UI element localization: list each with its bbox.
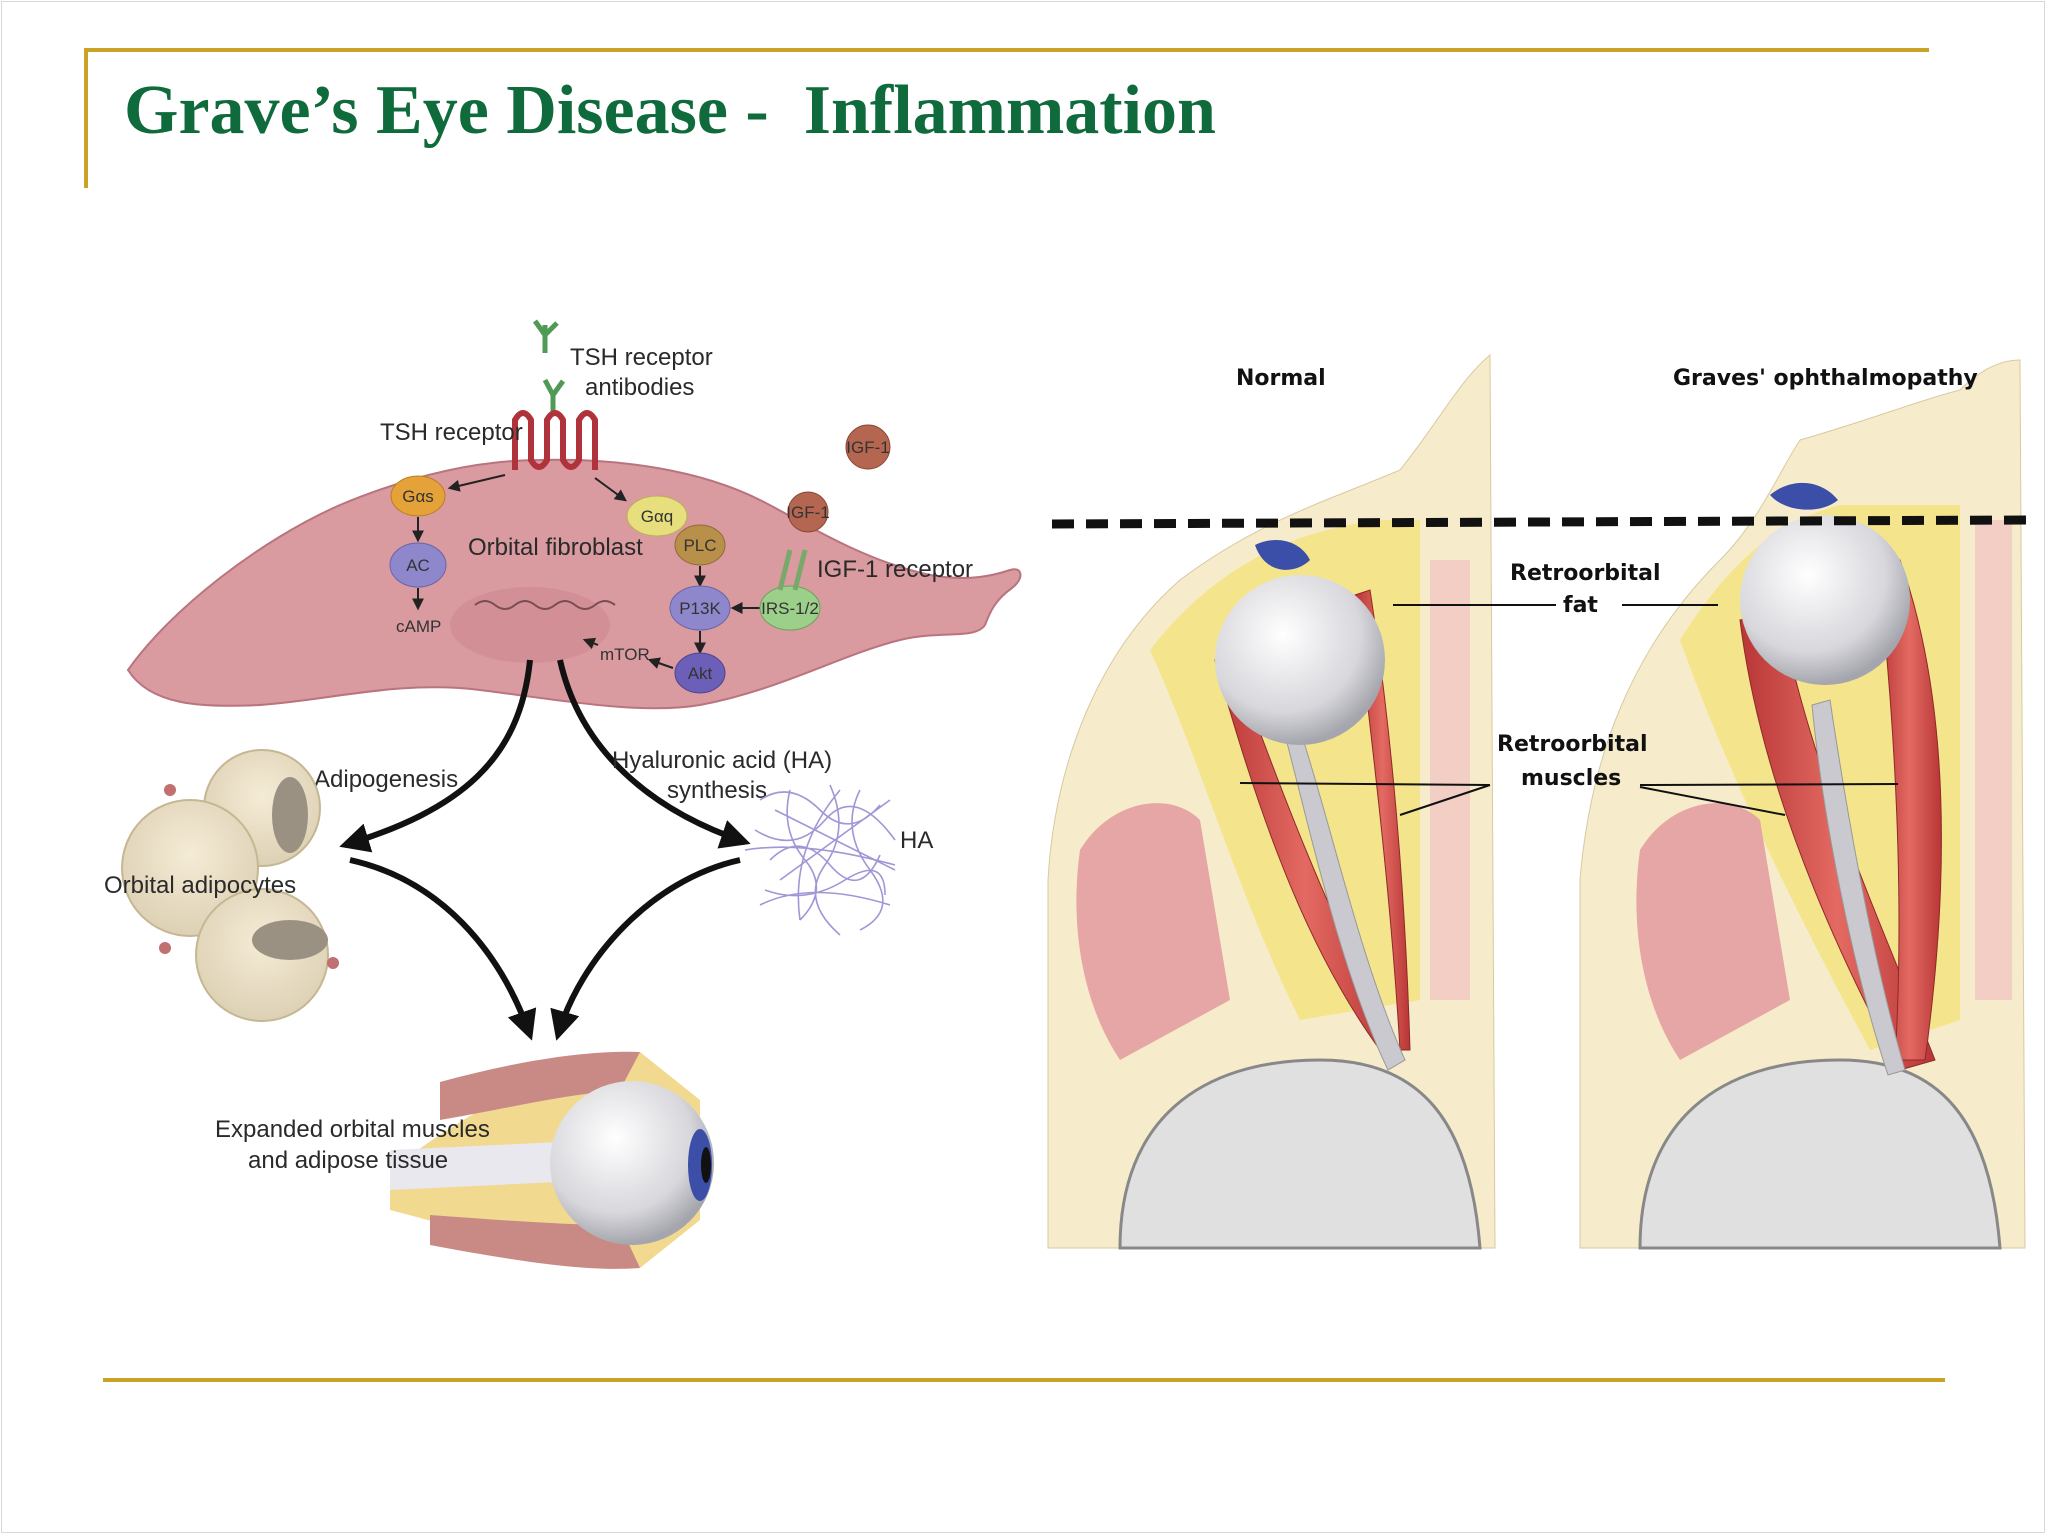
muscle-pointer-graves-b [1639,786,1786,816]
top-gold-rule [84,48,1929,52]
adipogenesis-label: Adipogenesis [314,766,458,793]
tsh-antibodies-label-2: antibodies [585,374,694,401]
svg-text:IGF-1: IGF-1 [786,503,829,522]
svg-text:Gαs: Gαs [402,487,434,506]
arrow-mtor-to-nucleus [582,637,599,650]
normal-title: Normal [1236,366,1326,391]
normal-eyeball [1215,575,1385,745]
left-gold-rule [84,48,88,188]
tsh-receptor-label: TSH receptor [380,419,523,446]
svg-text:PLC: PLC [683,536,716,555]
arrow-akt-to-mtor [647,657,674,669]
tsh-antibodies-label: TSH receptor [570,344,713,371]
svg-text:Gαq: Gαq [641,507,674,526]
arrow-receptor-to-gas [447,474,506,492]
graves-orbit-panel: Graves' ophthalmopathy [1579,359,2026,1250]
graves-title: Graves' ophthalmopathy [1673,366,1978,391]
graves-optic-nerve [1811,699,1906,1076]
orbital-adipocytes-label: Orbital adipocytes [104,872,296,899]
bottom-gold-rule [103,1378,1945,1382]
ha-to-eye-arrow [550,857,741,1041]
ha-label: HA [900,827,933,854]
retro-muscles-label-2: muscles [1521,766,1621,791]
svg-text:P13K: P13K [679,599,721,618]
camp-label: cAMP [396,617,441,636]
orbit-comparison-diagram: Normal Graves' ophthalmopathy Retroorbit… [1047,353,2031,1250]
tsh-receptor-icon [512,410,598,470]
gaq-node: Gαq [626,495,688,537]
bound-antibody-icon [542,378,566,413]
dna-strand [474,600,616,610]
normal-optic-nerve [1284,729,1406,1071]
muscle-pointer-normal-b [1399,784,1491,816]
adipocytes-to-eye-arrow [349,857,537,1041]
irs-node: IRS-1/2 [759,585,821,631]
globe-position-dashed-line [1051,515,2031,529]
expanded-eye-illustration [390,1051,714,1269]
ac-node: AC [389,542,447,588]
adipogenesis-arrow [339,659,533,853]
ha-synthesis-label: Hyaluronic acid (HA) [612,747,832,774]
graves-eyeball [1740,515,1910,685]
ha-mesh-illustration [744,784,896,936]
arrow-receptor-to-gaq [594,477,627,502]
retro-fat-label: Retroorbital [1510,561,1661,586]
igf1-receptor-label: IGF-1 receptor [817,556,973,583]
orbital-fibroblast-cell [126,458,1022,710]
akt-node: Akt [674,652,726,694]
orbital-fibroblast-label: Orbital fibroblast [468,534,643,561]
svg-text:AC: AC [406,556,430,575]
ha-synthesis-arrow [557,659,751,849]
muscle-pointer-normal-a [1239,782,1491,786]
igf1-receptor-icon [777,549,808,591]
ha-synthesis-label-2: synthesis [667,777,767,804]
orbital-adipocytes-illustration [121,749,339,1022]
normal-orbit-panel: Normal [1047,353,1496,1250]
svg-text:IRS-1/2: IRS-1/2 [761,599,819,618]
igf1-free-node: IGF-1 [845,424,891,470]
svg-text:IGF-1: IGF-1 [846,438,889,457]
expanded-label-2: and adipose tissue [248,1147,448,1174]
pathogenesis-diagram: TSH receptor antibodies TSH receptor Gαs… [104,319,1022,1269]
fibroblast-nucleus [450,587,610,663]
muscle-pointer-graves-a [1639,783,1899,786]
p13k-node: P13K [669,585,731,631]
igf1-bound-node: IGF-1 [786,491,830,533]
plc-node: PLC [674,524,726,566]
gas-node: Gαs [390,475,446,517]
free-antibody-icon [532,319,559,353]
slide-title: Grave’s Eye Disease - Inflammation [124,72,1216,149]
retro-fat-label-2: fat [1563,593,1598,618]
expanded-label: Expanded orbital muscles [215,1116,490,1143]
retro-muscles-label: Retroorbital [1497,732,1648,757]
svg-text:Akt: Akt [688,664,713,683]
mtor-label: mTOR [600,645,650,664]
